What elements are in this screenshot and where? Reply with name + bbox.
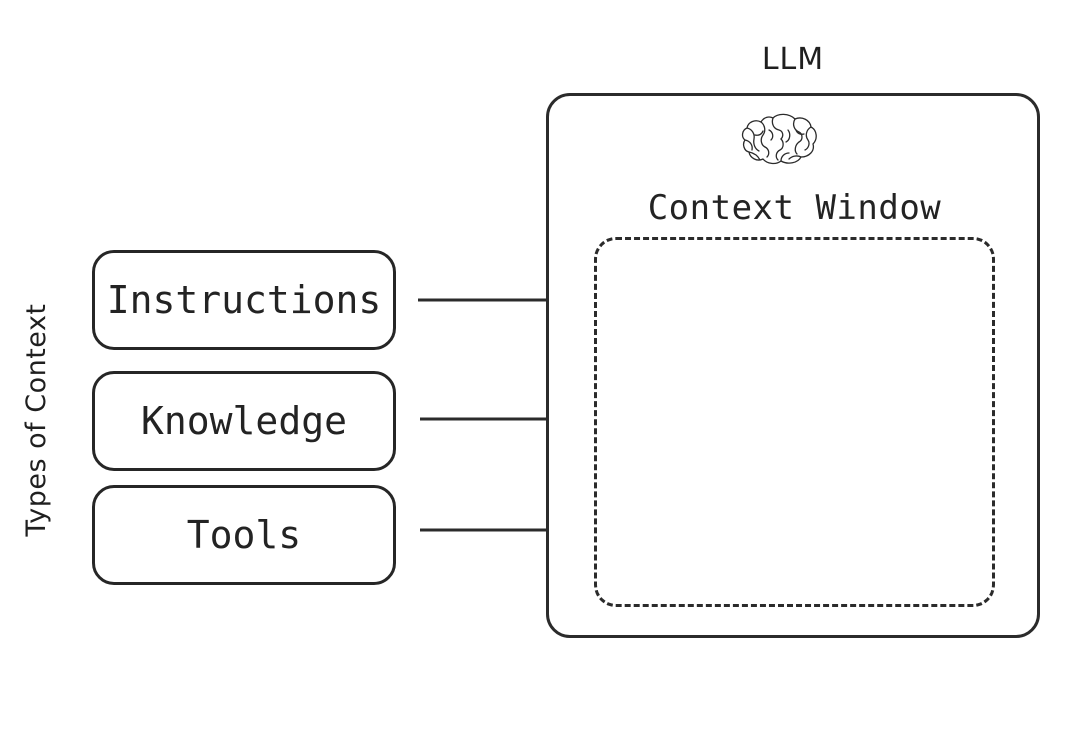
context-type-label: Instructions (106, 278, 382, 322)
llm-panel (546, 93, 1040, 638)
context-type-box-instructions[interactable]: Instructions (92, 250, 396, 350)
brain-icon (741, 113, 817, 165)
llm-title: LLM (761, 42, 825, 77)
context-window-label: Context Window (647, 188, 942, 228)
context-window-region[interactable] (594, 237, 995, 607)
context-type-label: Tools (186, 513, 302, 557)
types-of-context-label: Types of Context (20, 303, 52, 537)
context-type-label: Knowledge (141, 399, 347, 443)
context-type-box-tools[interactable]: Tools (92, 485, 396, 585)
context-type-box-knowledge[interactable]: Knowledge (92, 371, 396, 471)
